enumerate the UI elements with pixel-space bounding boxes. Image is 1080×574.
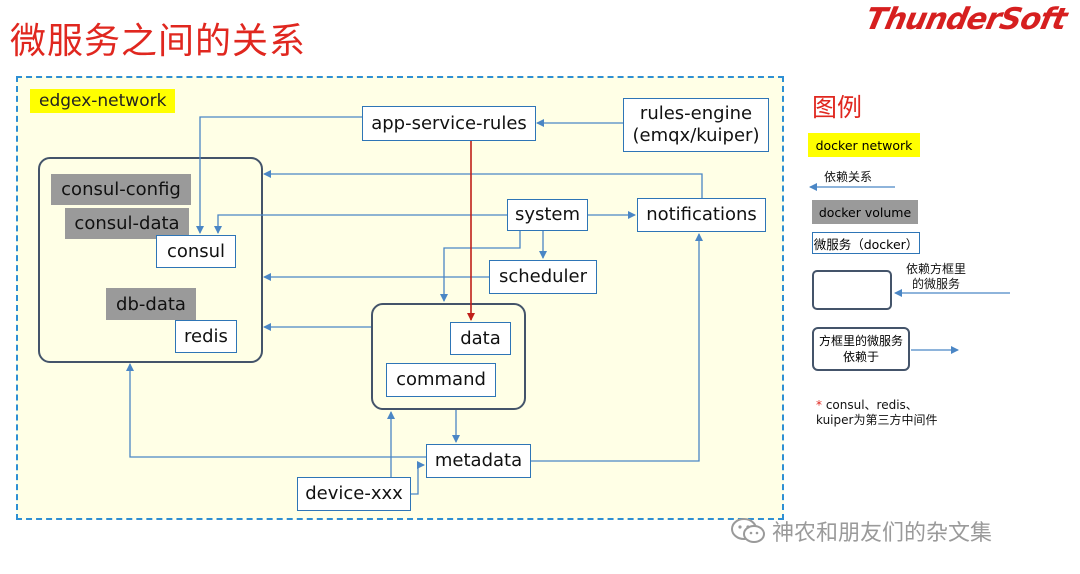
scheduler-service: scheduler: [489, 260, 597, 294]
notifications-service: notifications: [637, 198, 766, 232]
redis-service: redis: [175, 320, 237, 353]
consul-data-volume: consul-data: [65, 208, 189, 239]
legend-box-depends: 方框里的微服务 依赖于: [812, 327, 910, 371]
legend-note-line2: kuiper为第三方中间件: [816, 413, 938, 427]
arrow-metadata-to-group: [126, 363, 426, 458]
arrow-app-service-to-consul: [196, 116, 362, 234]
arrow-notifications-to-group: [263, 170, 703, 198]
consul-config-volume: consul-config: [51, 174, 191, 205]
arrow-system-to-core: [440, 231, 521, 302]
metadata-service: metadata: [426, 444, 531, 478]
device-service: device-xxx: [297, 477, 411, 511]
data-service: data: [450, 322, 511, 355]
arrow-metadata-to-notifications: [531, 233, 703, 462]
legend-docker-volume: docker volume: [812, 200, 918, 224]
page-title: 微服务之间的关系: [10, 21, 307, 62]
legend-dependency-label: 依赖关系: [824, 170, 873, 184]
rules-engine-impl: (emqx/kuiper): [632, 125, 760, 146]
consul-service: consul: [156, 235, 236, 268]
watermark-text: 神农和朋友们的杂文集: [772, 521, 993, 546]
rules-engine-service: rules-engine (emqx/kuiper): [623, 98, 769, 152]
legend-box-depends-line1: 方框里的微服务: [818, 334, 903, 348]
legend-group-box: [812, 270, 892, 310]
legend-docker-network: docker network: [808, 133, 920, 157]
db-data-volume: db-data: [106, 288, 196, 320]
rules-engine-name: rules-engine: [639, 103, 753, 124]
wechat-icon: [731, 518, 765, 543]
legend-microservice: 微服务（docker）: [812, 232, 920, 254]
arrow-device-to-metadata: [411, 461, 425, 495]
legend-depends-on-box-line2: 的微服务: [912, 277, 961, 291]
legend-title: 图例: [812, 93, 863, 122]
legend-note-asterisk: *: [816, 398, 822, 412]
command-service: command: [386, 363, 496, 397]
legend-note: * consul、redis、 kuiper为第三方中间件: [816, 398, 966, 428]
legend-depends-on-box-line1: 依赖方框里: [906, 262, 967, 276]
app-service-rules-service: app-service-rules: [362, 106, 536, 141]
system-service: system: [507, 199, 588, 231]
legend-depends-on-box-label: 依赖方框里 的微服务: [906, 262, 966, 292]
legend-box-depends-line2: 依赖于: [842, 350, 879, 364]
arrow-system-to-consul: [214, 214, 507, 234]
core-group: [371, 303, 526, 410]
network-label: edgex-network: [30, 89, 176, 113]
legend-note-line1: * consul、redis、: [816, 398, 918, 412]
watermark: 神农和朋友们的杂文集: [730, 515, 992, 547]
infrastructure-group: [38, 157, 263, 363]
